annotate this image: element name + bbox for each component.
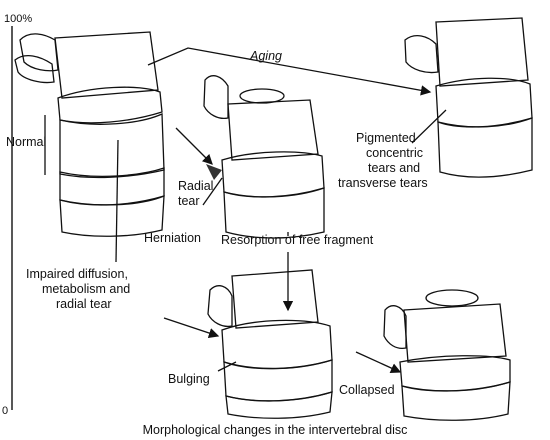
label-pigmented: Pigmented concentric tears and transvers… <box>338 131 428 190</box>
aging-arrow <box>147 47 432 96</box>
labels: Normal Aging Radial tear Herniation Reso… <box>6 49 428 397</box>
pointer-arrows <box>115 109 447 373</box>
figure-caption: Morphological changes in the interverteb… <box>143 423 408 437</box>
label-bulging: Bulging <box>168 372 210 386</box>
label-radial-tear: Radial tear <box>178 179 217 208</box>
vertical-axis: 100% 0 <box>2 13 32 417</box>
label-herniation: Herniation <box>144 231 201 245</box>
label-aging: Aging <box>249 49 282 63</box>
spine-collapsed <box>383 289 511 421</box>
spine-herniation <box>203 75 325 239</box>
spine-bulging <box>207 269 333 419</box>
label-normal: Normal <box>6 135 46 149</box>
spine-normal <box>14 31 165 237</box>
label-resorption: Resorption of free fragment <box>221 233 374 247</box>
label-collapsed: Collapsed <box>339 383 395 397</box>
spine-pigmented <box>404 17 533 178</box>
label-impaired-diffusion: Impaired diffusion, metabolism and radia… <box>26 267 134 311</box>
axis-bottom-label: 0 <box>2 405 8 417</box>
axis-top-label: 100% <box>4 13 32 25</box>
